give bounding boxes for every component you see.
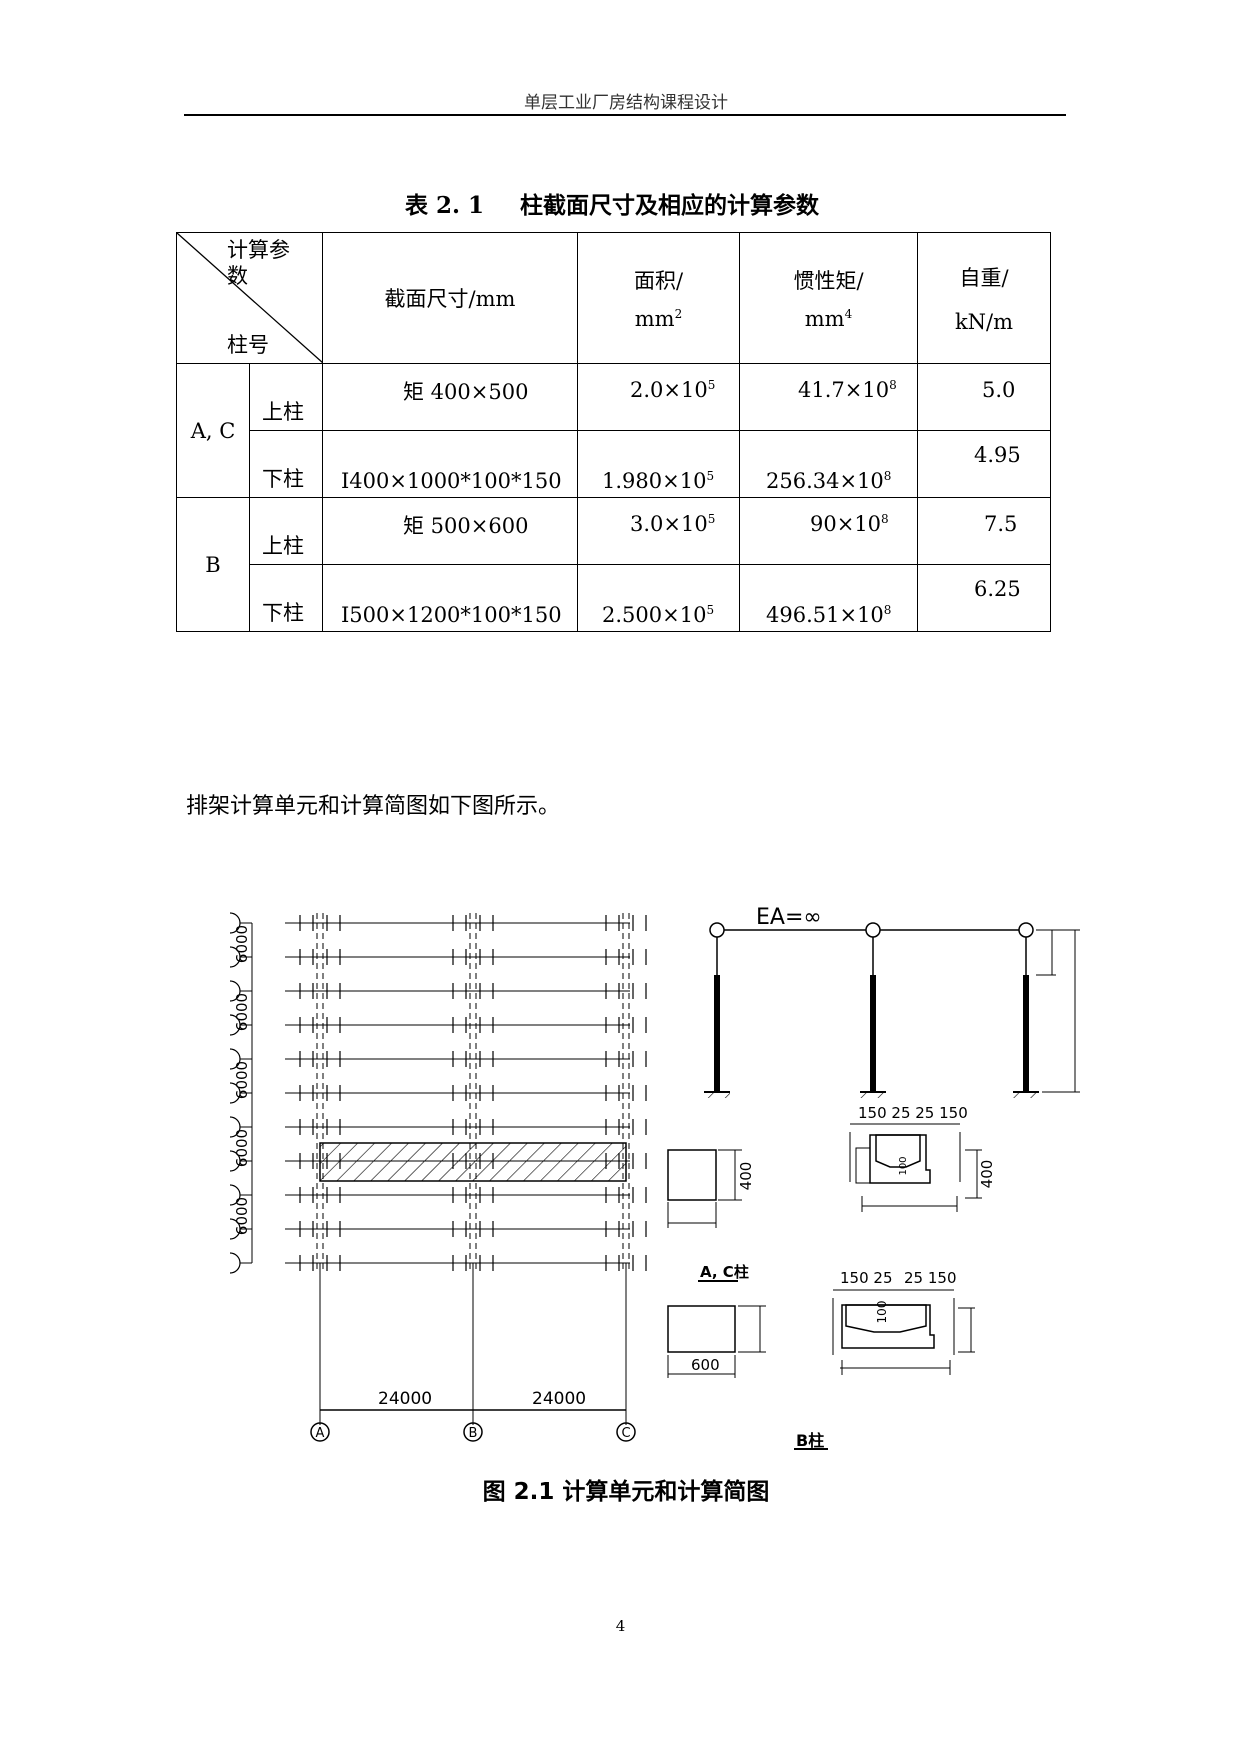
- table-row: 下柱 I400×1000*100*150 1.980×105 256.34×10…: [177, 430, 1051, 498]
- span-right-label: 24000: [532, 1389, 586, 1409]
- part-cell: 下柱: [249, 564, 323, 632]
- diagonal-header-cell: 计算参数 柱号: [176, 232, 323, 364]
- ac-web-label: 100: [898, 1156, 909, 1175]
- header-section-size: 截面尺寸/mm: [322, 232, 578, 364]
- section-cell: I400×1000*100*150: [322, 430, 578, 498]
- ac-column-label: A, C柱: [700, 1263, 749, 1281]
- corner-label-column: 柱号: [227, 333, 269, 357]
- ac-lower-i-section: 150 25 25 150 100 400: [849, 1104, 996, 1212]
- inertia-cell: 256.34×108: [739, 430, 918, 498]
- b-flange-dims-left-label: 150 25: [840, 1269, 893, 1287]
- svg-text:A: A: [316, 1426, 325, 1441]
- b-column-label: B柱: [796, 1431, 824, 1450]
- bay-dimension-labels: 6000 6000 6000 6000 6000: [233, 925, 251, 1235]
- section-cell: 矩 400×500: [322, 363, 578, 431]
- body-paragraph: 排架计算单元和计算简图如下图所示。: [186, 794, 561, 819]
- bay-dimension-label: 6000: [233, 993, 251, 1031]
- b-web-label: 100: [875, 1301, 889, 1324]
- b-lower-i-section: 150 25 25 150 100: [832, 1269, 975, 1375]
- table-row: 下柱 I500×1200*100*150 2.500×105 496.51×10…: [177, 564, 1051, 632]
- axis-bubble-a: A: [310, 1422, 330, 1442]
- diagonal-line: [177, 233, 322, 363]
- row-axis-bubble: [230, 1252, 241, 1274]
- page-number: 4: [615, 1617, 626, 1635]
- b-flange-dims-right-label: 25 150: [904, 1269, 957, 1287]
- bay-dimension-label: 6000: [233, 925, 251, 963]
- table-caption-number: 表 2. 1: [404, 192, 485, 219]
- ac-flange-dims-label: 150 25 25 150: [858, 1104, 968, 1122]
- running-header: 单层工业厂房结构课程设计: [524, 93, 728, 113]
- axis-bubble-b: B: [463, 1422, 483, 1442]
- part-cell: 下柱: [249, 430, 323, 498]
- section-cell: I500×1200*100*150: [322, 564, 578, 632]
- weight-cell: 7.5: [917, 497, 1051, 565]
- column-parameter-table: 计算参数 柱号 截面尺寸/mm 面积/ mm2 惯性矩/ mm4 自重/ kN/…: [176, 232, 1051, 632]
- table-row: B 上柱 矩 500×600 3.0×105 90×108 7.5: [176, 497, 1051, 632]
- group-cell-ac: A, C: [176, 363, 250, 498]
- ac-depth-label: 400: [978, 1160, 996, 1189]
- ac-upper-section: 400: [667, 1149, 755, 1228]
- figure-caption: 图 2.1 计算单元和计算简图: [482, 1479, 770, 1505]
- inertia-cell: 90×108: [739, 497, 918, 565]
- part-cell: 上柱: [249, 497, 323, 565]
- axis-bubble-c: C: [616, 1422, 636, 1442]
- area-cell: 3.0×105: [577, 497, 740, 565]
- header-area: 面积/ mm2: [577, 232, 740, 364]
- table-row: A, C 上柱 矩 400×500 2.0×105 41.7×108 5.0: [176, 363, 1051, 498]
- area-cell: 2.0×105: [577, 363, 740, 431]
- ac-rect-depth-label: 400: [737, 1162, 755, 1191]
- area-cell: 1.980×105: [577, 430, 740, 498]
- header-self-weight: 自重/ kN/m: [917, 232, 1051, 364]
- bay-dimension-label: 6000: [233, 1129, 251, 1167]
- area-cell: 2.500×105: [577, 564, 740, 632]
- header-inertia: 惯性矩/ mm4: [739, 232, 918, 364]
- weight-cell: 6.25: [917, 564, 1051, 632]
- table-caption-title: 柱截面尺寸及相应的计算参数: [520, 192, 820, 219]
- section-cell: 矩 500×600: [322, 497, 578, 565]
- table-caption: 表 2. 1 柱截面尺寸及相应的计算参数: [176, 186, 1048, 220]
- weight-cell: 5.0: [917, 363, 1051, 431]
- calculation-unit-hatch: [319, 1142, 627, 1182]
- svg-text:B: B: [469, 1426, 478, 1441]
- weight-cell: 4.95: [917, 430, 1051, 498]
- inertia-cell: 496.51×108: [739, 564, 918, 632]
- span-left-label: 24000: [378, 1389, 432, 1409]
- ea-infinity-label: EA=∞: [756, 905, 822, 930]
- bay-dimension-label: 6000: [233, 1197, 251, 1235]
- inertia-cell: 41.7×108: [739, 363, 918, 431]
- b-upper-section: 600: [667, 1305, 766, 1378]
- bent-frame-diagram: EA=∞: [704, 905, 1080, 1098]
- group-cell-b: B: [176, 497, 250, 632]
- header-rule: [184, 114, 1066, 116]
- corner-label-parameters: 计算参数: [227, 238, 290, 288]
- bay-dimension-label: 6000: [233, 1061, 251, 1099]
- part-cell: 上柱: [249, 363, 323, 431]
- calculation-figure: 6000 6000 6000 6000 6000 24000 24000 A B C E…: [230, 905, 1080, 1450]
- b-rect-width-label: 600: [691, 1356, 720, 1374]
- plan-grid: [230, 912, 647, 1425]
- table-header-row: 计算参数 柱号 截面尺寸/mm 面积/ mm2 惯性矩/ mm4 自重/ kN/…: [176, 232, 1051, 364]
- svg-text:C: C: [621, 1426, 630, 1441]
